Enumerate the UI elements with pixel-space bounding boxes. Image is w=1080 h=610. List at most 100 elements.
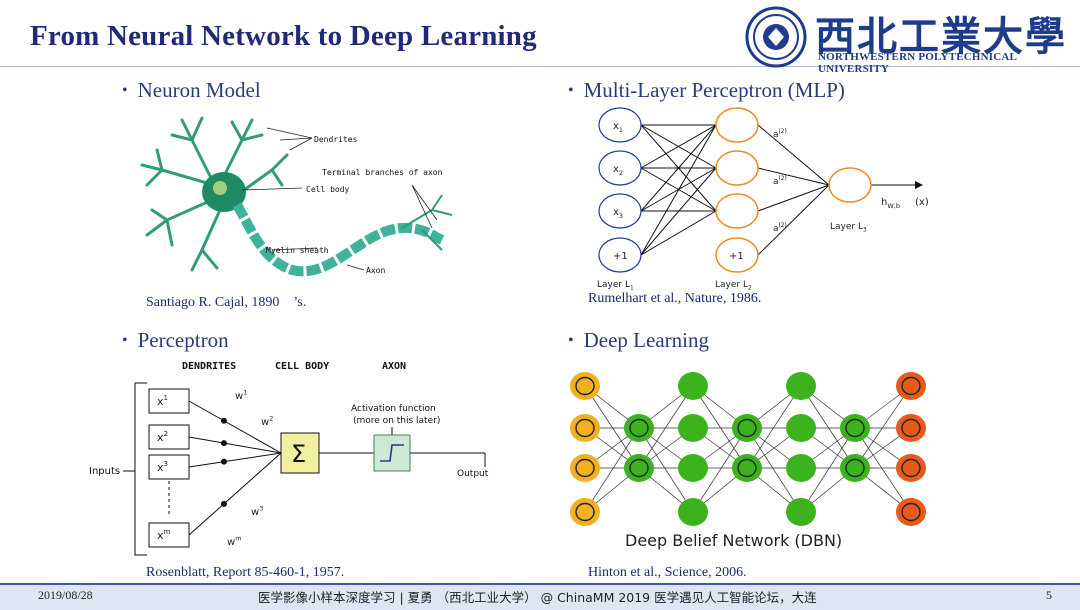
- perceptron-sum-node: [280, 432, 320, 474]
- dbn-node: [624, 414, 654, 442]
- dbn-node-ring: [901, 458, 921, 478]
- mlp-edge: [757, 167, 830, 186]
- mlp-hidden-node: [715, 150, 759, 186]
- mlp-layer-label: Layer L2: [715, 280, 752, 292]
- dbn-node: [570, 498, 600, 526]
- dbn-node: [786, 498, 816, 526]
- dbn-node-ring: [575, 502, 595, 522]
- dbn-node-ring: [845, 418, 865, 438]
- footer-text: 医学影像小样本深度学习 | 夏勇 （西北工业大学） @ ChinaMM 2019…: [258, 590, 817, 605]
- dbn-node: [840, 454, 870, 482]
- perceptron-input-box: [148, 454, 190, 480]
- university-logo: [745, 6, 807, 68]
- dbn-connections: [584, 385, 912, 513]
- dbn-edge: [746, 385, 802, 469]
- perceptron-column-header: CELL BODY: [275, 361, 329, 372]
- dbn-node-ring: [629, 418, 649, 438]
- dbn-node: [570, 454, 600, 482]
- dbn-edge: [800, 385, 856, 469]
- dbn-node: [570, 414, 600, 442]
- mlp-hidden-node: [715, 193, 759, 229]
- dbn-node: [786, 414, 816, 442]
- mlp-connections: [640, 124, 830, 256]
- label-terminal-branches: Terminal branches of axon: [322, 168, 443, 177]
- mlp-input-label: +1: [613, 251, 628, 262]
- perceptron-input-box: [148, 424, 190, 450]
- mlp-input-label: x1: [613, 121, 623, 134]
- mlp-activation-label: a(2): [773, 223, 787, 234]
- label-cell-body: Cell body: [306, 185, 350, 194]
- perceptron-output-label: Output: [457, 469, 489, 479]
- perceptron-weight-edge: [188, 400, 282, 454]
- dbn-node: [896, 498, 926, 526]
- perceptron-weight-edge: [188, 452, 282, 468]
- dbn-node: [570, 372, 600, 400]
- mlp-edge: [640, 124, 717, 212]
- dbn-node-ring: [629, 458, 649, 478]
- perceptron-synapse-dot: [220, 458, 227, 465]
- dbn-edge: [584, 385, 640, 469]
- dbn-node: [786, 454, 816, 482]
- perceptron-input-label: x3: [157, 459, 168, 474]
- perceptron-weight-label: w1: [235, 389, 247, 403]
- bullet-icon: •: [122, 82, 128, 99]
- dbn-node: [786, 372, 816, 400]
- dbn-node-ring: [575, 418, 595, 438]
- dbn-edge: [638, 385, 694, 469]
- perceptron-synapse-dot: [220, 440, 227, 447]
- dbn-node-ring: [845, 458, 865, 478]
- perceptron-inputs-bracket: [134, 382, 147, 556]
- dbn-node: [732, 454, 762, 482]
- dbn-node-ring: [575, 376, 595, 396]
- dbn-node-ring: [737, 418, 757, 438]
- mlp-output-arrow: [915, 181, 923, 189]
- perceptron-weight-label: wm: [227, 535, 242, 549]
- page-number: 5: [1046, 588, 1052, 602]
- dbn-edge: [746, 427, 802, 513]
- heading-perceptron: •Perceptron: [122, 328, 229, 352]
- mlp-input-label: x2: [613, 164, 623, 177]
- bullet-icon: •: [122, 332, 128, 349]
- mlp-hidden-node: [715, 237, 759, 273]
- dbn-node: [678, 414, 708, 442]
- header-divider: [0, 66, 1080, 67]
- perceptron-input-label: x1: [157, 393, 168, 408]
- mlp-input-node: [598, 150, 642, 186]
- mlp-edge: [757, 184, 830, 256]
- mlp-input-node: [598, 107, 642, 143]
- mlp-output-label: hW,b: [881, 197, 900, 210]
- heading-deep-learning: •Deep Learning: [568, 328, 709, 352]
- dbn-node: [732, 414, 762, 442]
- footer-bar: [0, 583, 1080, 610]
- perceptron-inputs-label: Inputs: [89, 466, 120, 477]
- perceptron-weight-edge: [188, 436, 282, 454]
- dbn-node: [896, 372, 926, 400]
- perceptron-column-header: AXON: [382, 361, 406, 372]
- dbn-node-ring: [901, 376, 921, 396]
- dbn-edge: [692, 385, 748, 469]
- step-function-icon: [380, 444, 404, 462]
- mlp-output-arg: (x): [915, 197, 929, 208]
- perceptron-sum-symbol: Σ: [291, 440, 306, 468]
- label-axon: Axon: [366, 266, 385, 275]
- perceptron-input-label: x2: [157, 429, 168, 444]
- dbn-edge: [584, 427, 640, 513]
- caption-deep-learning: Hinton et al., Science, 2006.: [588, 565, 747, 580]
- dbn-edge: [692, 427, 748, 513]
- mlp-edge: [640, 124, 717, 256]
- perceptron-activation-note: (more on this later): [353, 416, 440, 426]
- perceptron-input-box: [148, 388, 190, 414]
- perceptron-synapse-dot: [220, 500, 227, 507]
- caption-perceptron: Rosenblatt, Report 85-460-1, 1957.: [146, 565, 345, 580]
- label-dendrites: Dendrites: [314, 135, 358, 144]
- logo-chinese-text: 西北工業大學: [815, 13, 1067, 60]
- dbn-edge: [854, 427, 912, 513]
- dbn-node: [678, 372, 708, 400]
- perceptron-activation-node: [373, 434, 411, 472]
- mlp-edge: [757, 184, 830, 212]
- perceptron-activation-label: Activation function: [351, 404, 436, 414]
- perceptron-weight-label: w2: [261, 415, 273, 429]
- mlp-edge: [757, 124, 830, 186]
- label-myelin-sheath: Myelin sheath: [266, 246, 329, 255]
- dbn-node: [624, 454, 654, 482]
